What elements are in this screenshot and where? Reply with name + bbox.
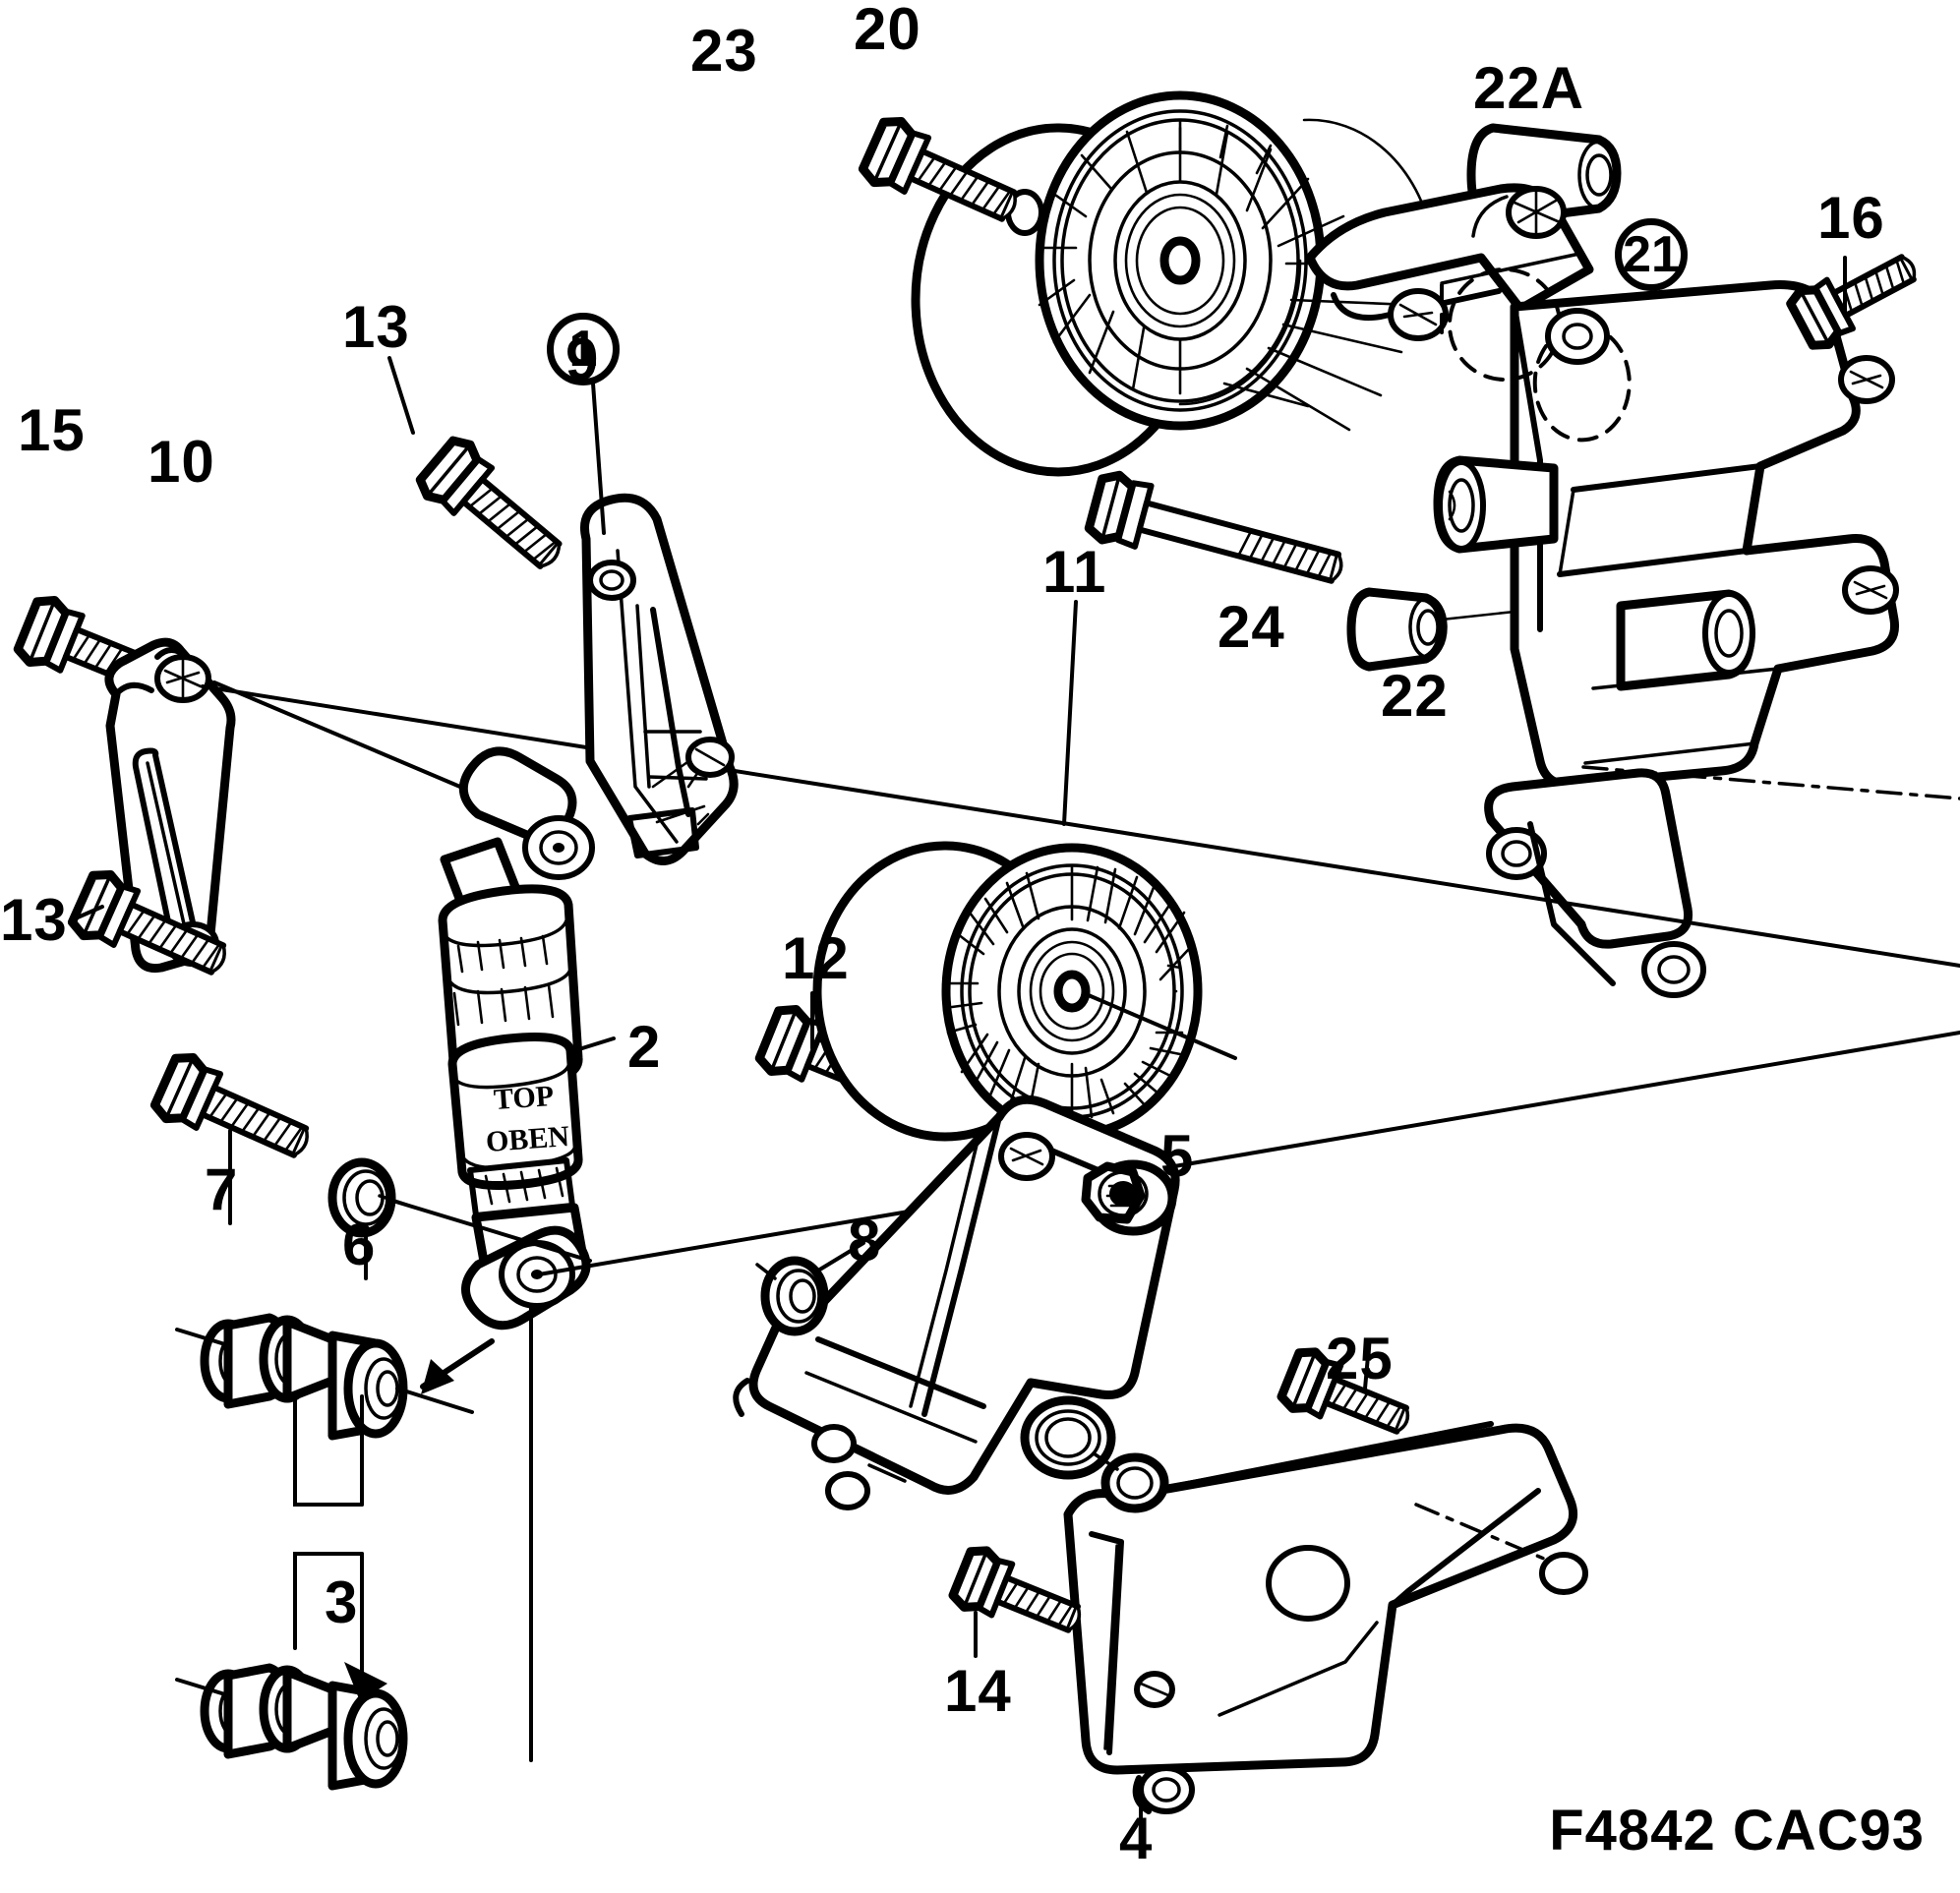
bushing-3-lower-art (175, 1663, 408, 1791)
bushing-22-art (1346, 587, 1516, 672)
callout-14: 14 (944, 1658, 1012, 1724)
callout-22: 22 (1381, 663, 1449, 729)
callout-13-lower: 13 (0, 887, 68, 953)
circled-callout-21: 21 (1615, 218, 1688, 291)
callout-16: 16 (1817, 185, 1885, 251)
pulley-20-art (911, 90, 1434, 477)
bracket-9-art (580, 493, 739, 865)
callout-25: 25 (1326, 1326, 1394, 1391)
damper-marking-top: TOP (492, 1079, 556, 1117)
callout-24: 24 (1218, 594, 1285, 660)
washer-6-art (327, 1157, 411, 1238)
pulley-11-art (812, 841, 1203, 1142)
bracket-21-art (1305, 183, 1960, 998)
callout-11: 11 (1042, 539, 1107, 605)
callout-5: 5 (1160, 1123, 1195, 1189)
callout-8: 8 (848, 1208, 882, 1273)
callout-15: 15 (18, 397, 86, 463)
damper-2-art (438, 746, 595, 1331)
callout-2: 2 (627, 1014, 662, 1080)
callout-23: 23 (690, 18, 758, 84)
callout-12: 12 (782, 925, 850, 991)
circled-callout-1: 1 (547, 313, 620, 385)
tensioner-arm-art (733, 1094, 1180, 1510)
callout-6: 6 (342, 1212, 377, 1277)
figure-id-label: F4842 CAC93 (1549, 1799, 1925, 1863)
callout-22a: 22A (1473, 55, 1585, 121)
callout-9: 9 (565, 326, 600, 392)
callout-10: 10 (148, 429, 215, 495)
callout-13-upper: 13 (342, 294, 410, 360)
damper-marking-oben: OBEN (484, 1120, 571, 1158)
bushing-3-upper-art (175, 1313, 495, 1441)
callout-3: 3 (325, 1569, 359, 1635)
callout-20: 20 (854, 0, 921, 62)
callout-7: 7 (205, 1156, 239, 1222)
callout-4: 4 (1119, 1805, 1154, 1871)
bracket-4-art (1063, 1421, 1588, 1814)
ring-8-art (755, 1256, 829, 1336)
